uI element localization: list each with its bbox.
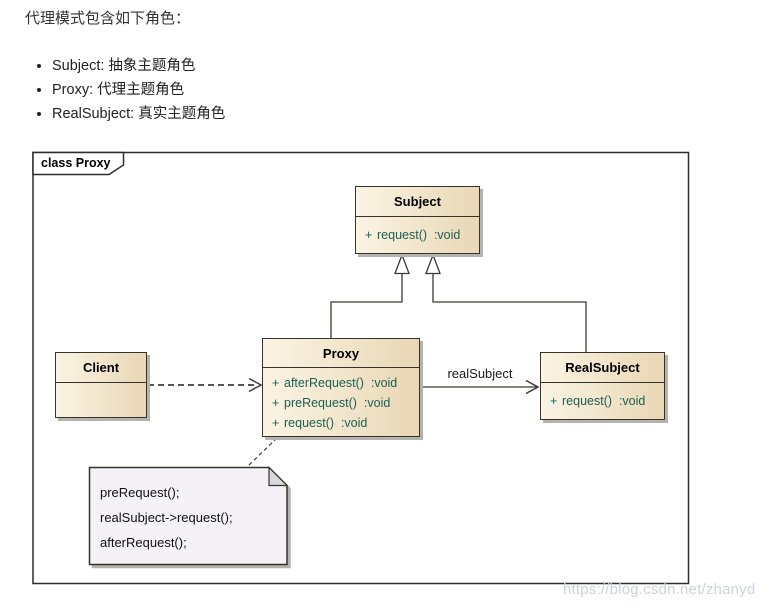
method-row: + preRequest() :void [263,393,419,413]
note-line: afterRequest(); [100,535,187,550]
generalization-realsubject-line [432,273,587,352]
class-box-realsubject: RealSubject + request() :void [540,352,665,420]
class-box-subject: Subject + request() :void [355,186,480,254]
method-visibility: + [550,394,558,408]
note-line: realSubject->request(); [100,510,233,525]
method-signature: request() :void [562,394,646,408]
class-body-empty [56,383,146,417]
class-box-client: Client [55,352,147,418]
association-proxy-realsubject-arrowhead [525,379,540,395]
method-row: + request() :void [356,225,479,245]
watermark: https://blog.csdn.net/zhanyd [563,581,756,598]
notelink-proxy-note [247,437,278,467]
method-visibility: + [365,228,373,242]
class-name-realsubject: RealSubject [541,353,664,383]
method-signature: preRequest() :void [284,396,391,410]
method-signature: request() :void [377,228,461,242]
generalization-proxy-line [330,273,403,338]
generalization-proxy-arrowhead [394,253,410,275]
method-row: + afterRequest() :void [263,373,419,393]
method-visibility: + [272,396,280,410]
association-role-label: realSubject [447,366,513,381]
dependency-client-proxy-arrowhead [248,377,263,393]
note-text: preRequest(); realSubject->request(); af… [89,467,287,565]
note-line: preRequest(); [100,485,180,500]
intro-title: 代理模式包含如下角色： [25,10,191,27]
method-signature: afterRequest() :void [284,376,398,390]
role-item-subject: Subject: 抽象主题角色 [52,57,225,76]
class-name-client: Client [56,353,146,383]
method-row: + request() :void [541,391,664,411]
method-signature: request() :void [284,416,368,430]
role-item-proxy: Proxy: 代理主题角色 [52,81,225,100]
method-visibility: + [272,416,280,430]
class-box-proxy: Proxy + afterRequest() :void + preReques… [262,338,420,437]
class-name-proxy: Proxy [263,339,419,368]
role-list: Subject: 抽象主题角色 Proxy: 代理主题角色 RealSubjec… [25,57,225,129]
class-name-subject: Subject [356,187,479,217]
frame-title: class Proxy [41,156,111,170]
generalization-realsubject-arrowhead [425,253,441,275]
method-row: + request() :void [263,413,419,433]
method-visibility: + [272,376,280,390]
role-item-realsubject: RealSubject: 真实主题角色 [52,105,225,124]
